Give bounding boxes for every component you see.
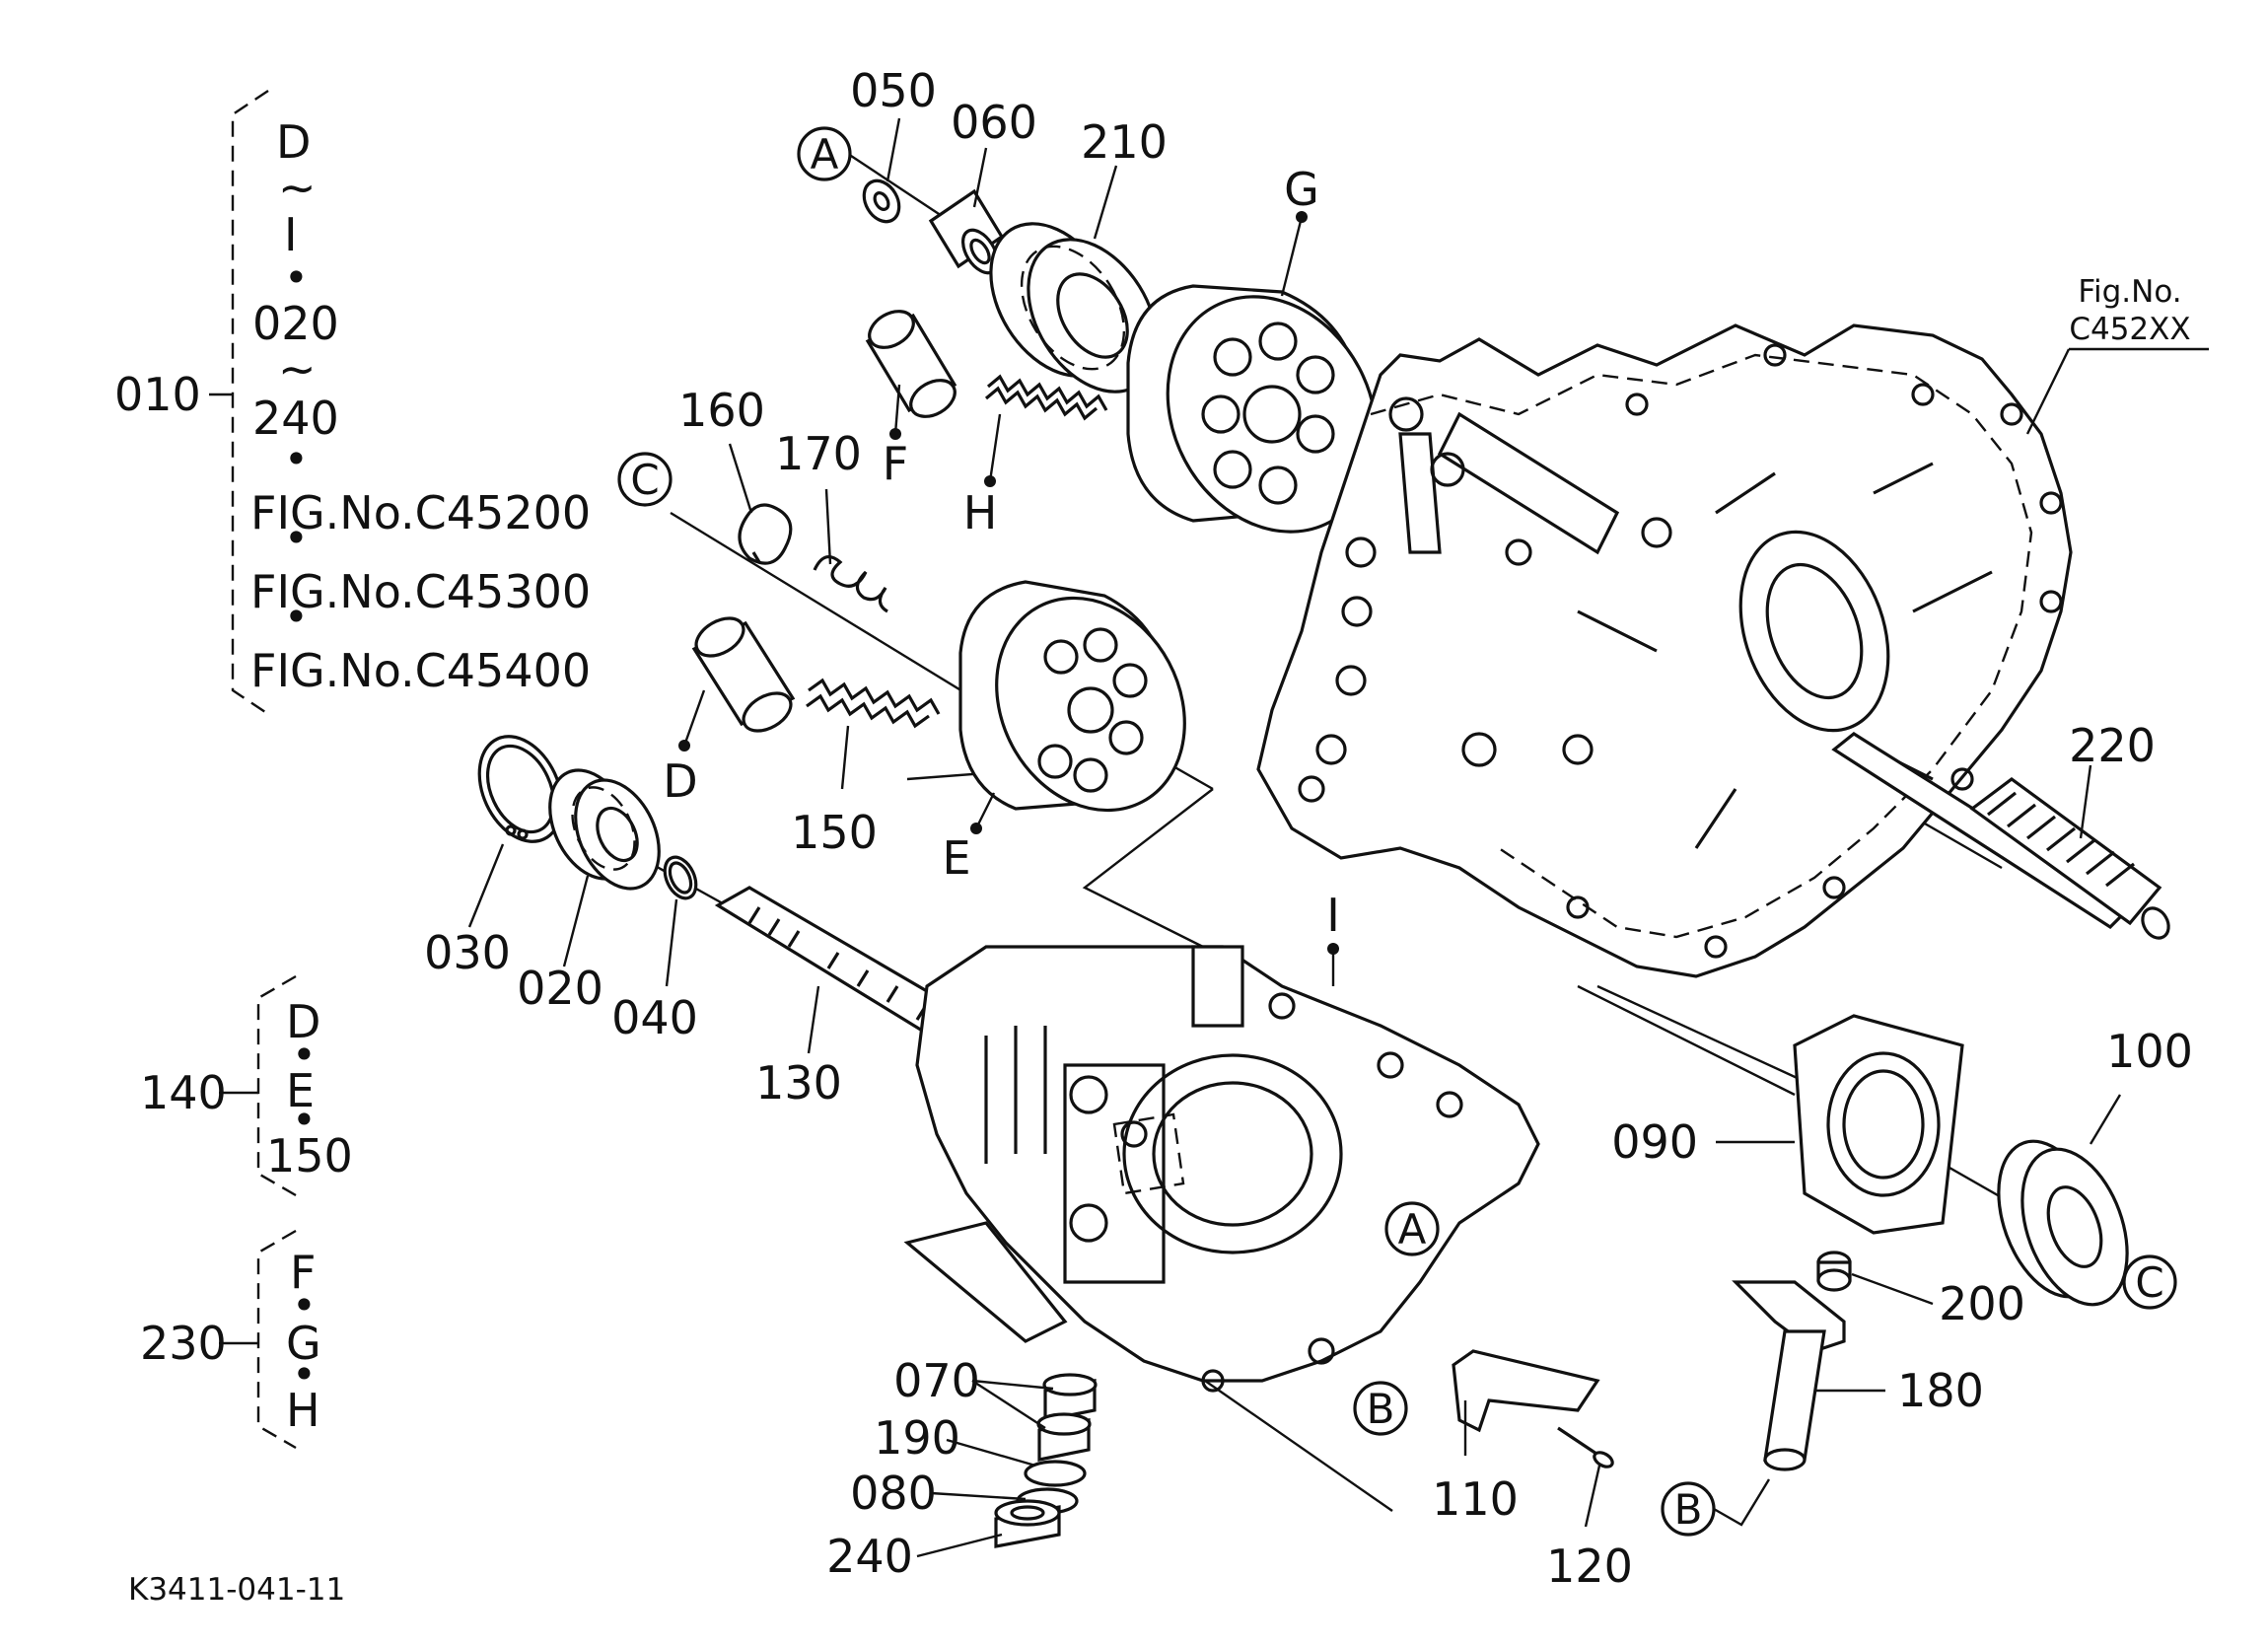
figure-reference: Fig.No. C452XX (2069, 274, 2190, 347)
ref-A-lower: A (1384, 1201, 1440, 1256)
letter-labels: G F H D E I (663, 163, 1340, 942)
washer-050 (862, 179, 901, 224)
group-010-item: • (284, 253, 309, 302)
group-010-item: ~ (278, 342, 317, 395)
group-010-item: FIG.No.C45400 (250, 644, 591, 697)
cylinder-block-G (1126, 284, 1379, 534)
part-240-label: 240 (826, 1530, 913, 1583)
part-number-labels: 050 060 210 160 170 150 030 020 040 130 … (424, 64, 2193, 1593)
spring-170 (813, 554, 888, 613)
trunnion-block-090 (1793, 1014, 1964, 1235)
cylinder-block-E (958, 580, 1186, 813)
group-010-item: FIG.No.C45300 (250, 565, 591, 618)
group-140-number: 140 (140, 1066, 227, 1119)
part-060-label: 060 (951, 96, 1037, 149)
group-010-item: D (276, 115, 311, 169)
group-140-item: D (286, 995, 320, 1048)
trunnion-arm-180 (1732, 1280, 1846, 1471)
transmission-case-housing (1256, 323, 2073, 978)
group-230-item: H (286, 1384, 320, 1437)
group-140-item: 150 (266, 1129, 353, 1182)
svg-text:B: B (1367, 1385, 1395, 1433)
letter-E-label: E (942, 831, 970, 885)
group-230-item: • (292, 1281, 317, 1329)
group-230-number: 230 (140, 1317, 227, 1370)
group-010-item: FIG.No.C45200 (250, 486, 591, 539)
group-010-item: 020 (252, 297, 339, 350)
piston-D (691, 616, 796, 733)
ref-C-top: C (617, 452, 673, 507)
figure-ref-line2: C452XX (2069, 312, 2190, 347)
letter-I-label: I (1326, 889, 1340, 942)
screw-120 (1557, 1426, 1614, 1468)
group-230-legend: 230 F • G • H (140, 1229, 321, 1450)
part-220-label: 220 (2069, 719, 2156, 772)
svg-text:C: C (630, 456, 659, 504)
svg-text:B: B (1674, 1485, 1703, 1534)
letter-H-label: H (963, 486, 998, 539)
part-040-label: 040 (611, 991, 698, 1044)
group-010-number: 010 (114, 368, 201, 421)
group-140-legend: 140 D • E • 150 (140, 974, 353, 1197)
figure-ref-line1: Fig.No. (2078, 274, 2181, 310)
letter-D-label: D (663, 754, 697, 808)
center-section-housing-I (903, 945, 1540, 1393)
part-120-label: 120 (1546, 1540, 1633, 1593)
circlip-160 (738, 503, 793, 565)
part-180-label: 180 (1897, 1364, 1984, 1417)
group-230-item: • (292, 1350, 317, 1398)
letter-G-label: G (1284, 163, 1319, 216)
pin-110-bracket (1452, 1349, 1600, 1433)
group-010-item: • (284, 593, 309, 641)
drawing-code: K3411-041-11 (128, 1572, 345, 1608)
group-010-item: • (284, 514, 309, 562)
group-140-item: • (292, 1096, 317, 1144)
spring-H (984, 374, 1108, 421)
svg-text:A: A (1398, 1205, 1427, 1253)
part-150-label: 150 (791, 806, 878, 859)
snap-ring-030 (477, 735, 564, 843)
ref-B-right: B (1661, 1481, 1716, 1537)
part-020-label: 020 (517, 962, 603, 1015)
group-010-item: I (284, 208, 298, 261)
part-030-label: 030 (424, 926, 511, 979)
letter-F-label: F (883, 437, 908, 490)
group-140-item: E (286, 1064, 315, 1117)
part-190-label: 190 (874, 1411, 960, 1465)
group-140-item: • (292, 1031, 317, 1079)
ball-bearing-020 (548, 768, 661, 891)
bearing-100 (1997, 1139, 2129, 1307)
svg-text:C: C (2135, 1258, 2163, 1307)
spring-150 (806, 678, 941, 729)
output-shaft-220 (1831, 732, 2170, 940)
part-100-label: 100 (2106, 1025, 2193, 1078)
group-230-item: F (290, 1246, 316, 1299)
part-170-label: 170 (775, 427, 862, 480)
part-210-label: 210 (1081, 115, 1168, 169)
piston-F (865, 310, 957, 418)
collar-200 (1816, 1251, 1852, 1292)
group-010-legend: 010 D ~ I • 020 ~ 240 • FIG.No.C45200 • … (114, 90, 591, 715)
bearing-210 (989, 222, 1159, 394)
ref-B-lower: B (1353, 1381, 1408, 1436)
part-090-label: 090 (1611, 1115, 1698, 1169)
part-160-label: 160 (678, 384, 765, 437)
part-080-label: 080 (850, 1467, 937, 1520)
part-200-label: 200 (1939, 1277, 2025, 1330)
bushing-stack-070-240 (994, 1373, 1098, 1548)
snap-ring-040 (663, 855, 698, 900)
group-010-item: • (284, 435, 309, 483)
ref-A-top: A (797, 126, 852, 181)
part-130-label: 130 (755, 1056, 842, 1110)
leader-lines (467, 117, 2209, 1558)
part-070-label: 070 (893, 1354, 980, 1407)
part-050-label: 050 (850, 64, 937, 117)
group-010-item: 240 (252, 392, 339, 445)
group-010-item: ~ (278, 161, 317, 214)
part-110-label: 110 (1432, 1472, 1519, 1526)
ref-C-lower: C (2122, 1254, 2177, 1310)
svg-text:A: A (811, 130, 839, 179)
group-230-item: G (286, 1317, 321, 1370)
